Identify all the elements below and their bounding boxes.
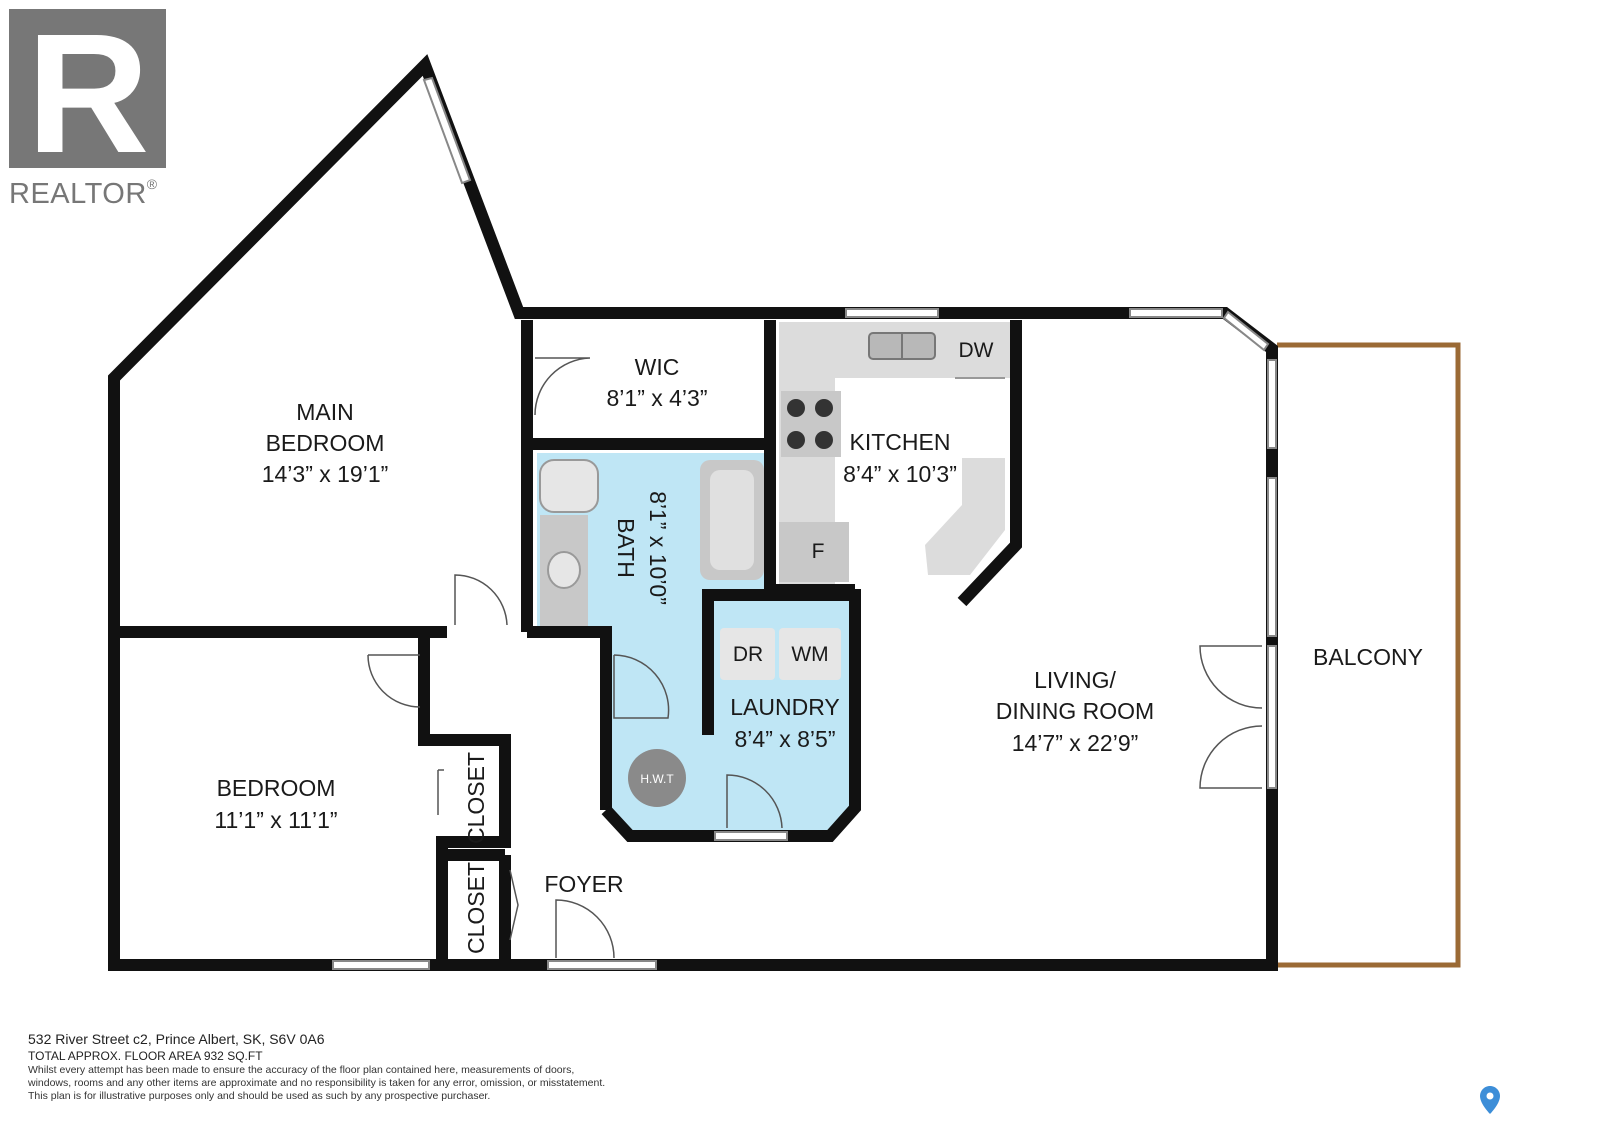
balcony-name: BALCONY [1313,644,1423,670]
foyer-name: FOYER [544,871,623,897]
walls [108,54,1278,971]
bath-fixtures [539,459,764,627]
window-laundry [714,831,788,841]
laundry-size: 8’4” x 8’5” [735,726,836,752]
main-bedroom-name-1: MAIN [296,399,354,425]
dryer-label: DR [733,643,763,666]
water-heater-label: H.W.T [640,772,674,786]
wall-laundry [601,589,861,842]
door-main-bedroom [454,574,508,626]
window-main-bedroom [422,76,472,185]
disclaimer-line-3: This plan is for illustrative purposes o… [28,1090,491,1102]
logo-letter: R [27,0,150,189]
disclaimer-line-2: windows, rooms and any other items are a… [28,1077,606,1089]
door-bath [613,654,670,719]
laundry-name: LAUNDRY [730,694,840,720]
living-name-1: LIVING/ [1034,667,1116,693]
window-kitchen [845,308,939,318]
door-entry [555,899,615,959]
balcony-rail [1277,342,1461,968]
windows [332,76,1277,970]
doors [367,357,1263,959]
main-bedroom-size: 14’3” x 19’1” [262,461,389,487]
fridge-icon [779,522,849,582]
window-bedroom [332,960,430,970]
bath-name: BATH [613,518,639,578]
stove-icon [781,391,841,457]
bedroom-size: 11’1” x 11’1” [214,807,337,833]
wic-name: WIC [635,354,680,380]
laundry-fixtures [628,628,841,807]
footer: 532 River Street c2, Prince Albert, SK, … [28,1030,748,1103]
main-bedroom-name-2: BEDROOM [266,430,385,456]
property-address: 532 River Street c2, Prince Albert, SK, … [28,1031,325,1047]
washer-icon [779,628,841,680]
door-patio-2 [1199,725,1263,789]
door-bedroom [367,654,421,708]
closet-2-name: CLOSET [463,862,489,954]
living-name-2: DINING ROOM [996,698,1154,724]
kitchen-name: KITCHEN [850,429,951,455]
closet-1-name: CLOSET [463,752,489,844]
window-corner [1222,310,1270,352]
logo-text: REALTOR® [9,176,158,210]
disclaimer-line-1: Whilst every attempt has been made to en… [28,1064,575,1076]
door-wic [534,357,591,416]
wall-closets [418,632,511,965]
map-pin-icon [1480,1086,1500,1114]
window-east-2 [1267,477,1277,637]
floor-area: TOTAL APPROX. FLOOR AREA 932 SQ.FT [28,1049,263,1063]
water-heater-icon [628,749,686,807]
kitchen-size: 8’4” x 10’3” [843,461,957,487]
door-patio-1 [1199,645,1263,709]
window-living-north [1129,308,1223,318]
counter-peninsula [925,458,1005,575]
toilet-icon [539,459,599,513]
wic-size: 8’1” x 4’3” [607,385,708,411]
living-size: 14’7” x 22’9” [1012,730,1139,756]
closet-doors [437,769,519,941]
fridge-label: F [812,540,825,563]
door-laundry [726,774,783,829]
bedroom-name: BEDROOM [217,775,336,801]
bath-size: 8’1” x 10’0” [645,491,671,605]
window-east-1 [1267,359,1277,449]
dishwasher-label: DW [959,339,994,362]
entry-door-frame [547,960,657,970]
washer-label: WM [791,643,828,666]
room-labels: MAIN BEDROOM 14’3” x 19’1” WIC 8’1” x 4’… [214,339,1423,954]
wall-kitchen [957,320,1022,607]
patio-door [1267,645,1277,789]
dryer-icon [720,628,775,680]
realtor-logo-icon: R REALTOR® [9,0,166,210]
kitchen-counters [779,322,1011,584]
